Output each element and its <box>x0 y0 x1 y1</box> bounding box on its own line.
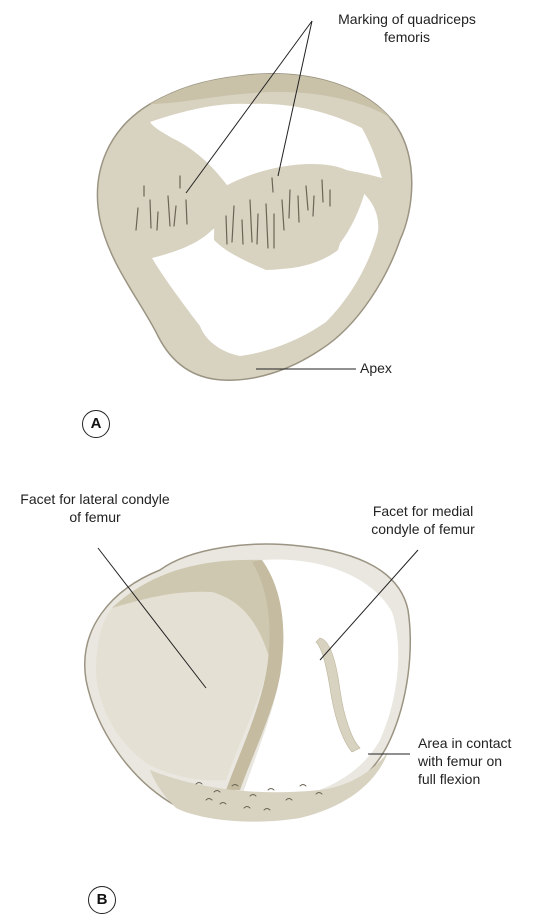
label-quadriceps-line2: femoris <box>312 28 502 46</box>
label-quadriceps-marking: Marking of quadriceps femoris <box>312 10 502 46</box>
label-medial-line1: Facet for medial <box>350 502 496 520</box>
label-contact-line2: with femur on <box>418 752 536 770</box>
label-contact-line3: full flexion <box>418 770 536 788</box>
panel-a-drawing <box>97 21 411 380</box>
panel-a-badge: A <box>82 410 110 438</box>
label-lateral-line2: of femur <box>4 508 186 526</box>
label-medial-facet: Facet for medial condyle of femur <box>350 502 496 538</box>
label-lateral-facet: Facet for lateral condyle of femur <box>4 490 186 526</box>
label-apex: Apex <box>360 359 392 377</box>
panel-b-badge: B <box>88 886 116 914</box>
label-medial-line2: condyle of femur <box>350 520 496 538</box>
label-contact-line1: Area in contact <box>418 734 536 752</box>
panel-b-drawing <box>85 544 418 822</box>
label-contact-area: Area in contact with femur on full flexi… <box>418 734 536 788</box>
quadriceps-marking-left <box>125 162 204 243</box>
label-lateral-line1: Facet for lateral condyle <box>4 490 186 508</box>
label-quadriceps-line1: Marking of quadriceps <box>312 10 502 28</box>
